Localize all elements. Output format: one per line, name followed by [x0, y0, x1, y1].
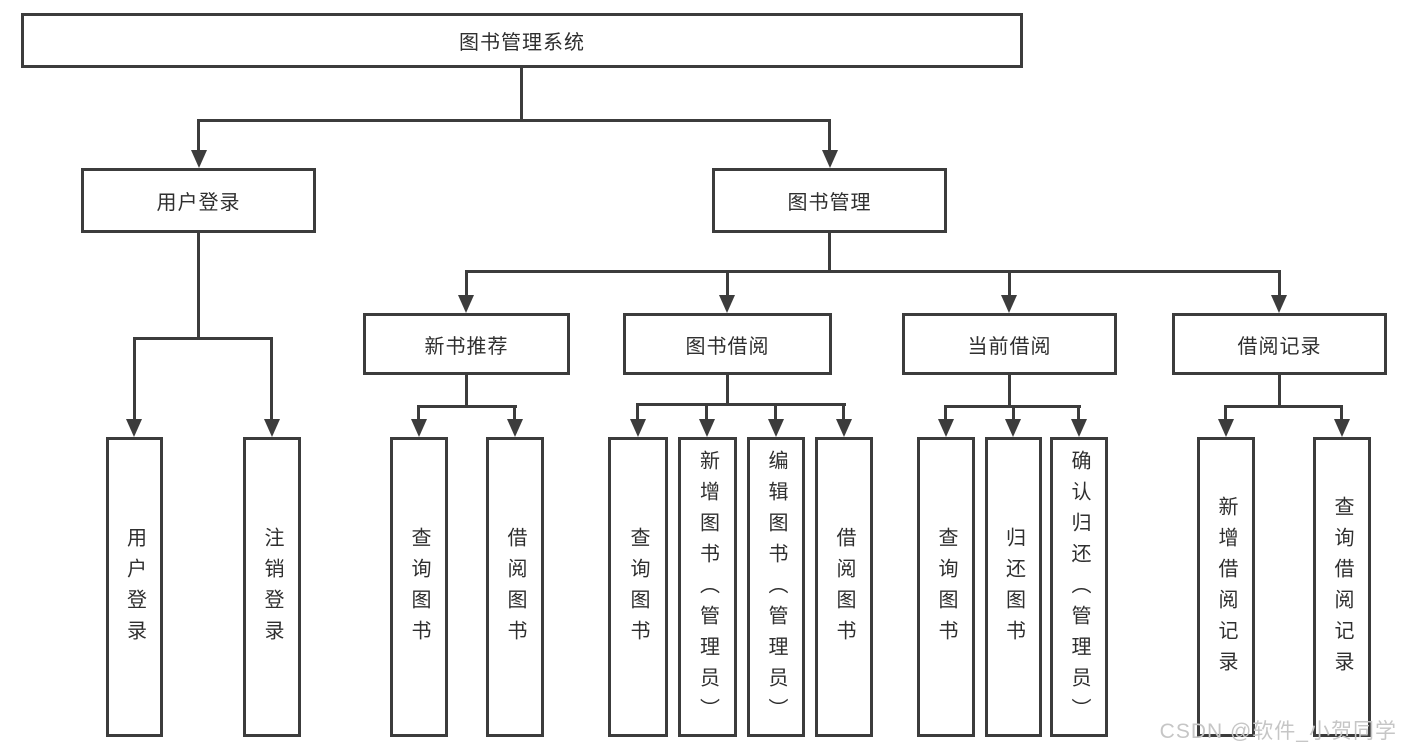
node-book-borrowing: 图书借阅 — [623, 313, 832, 375]
arrowhead-down-icon — [1071, 419, 1087, 437]
connector-line — [828, 119, 831, 153]
arrowhead-down-icon — [630, 419, 646, 437]
node-logout: 注销登录 — [243, 437, 301, 737]
arrowhead-down-icon — [836, 419, 852, 437]
connector-line — [197, 233, 200, 337]
arrowhead-down-icon — [699, 419, 715, 437]
connector-line — [133, 337, 273, 340]
node-query-books-current: 查询图书 — [917, 437, 975, 737]
connector-line — [842, 403, 845, 421]
node-query-borrow-record: 查询借阅记录 — [1313, 437, 1371, 737]
node-borrow-books: 借阅图书 — [815, 437, 873, 737]
connector-line — [197, 119, 831, 122]
arrowhead-down-icon — [719, 295, 735, 313]
node-borrow-books-recommend: 借阅图书 — [486, 437, 544, 737]
node-add-borrow-record: 新增借阅记录 — [1197, 437, 1255, 737]
arrowhead-down-icon — [264, 419, 280, 437]
arrowhead-down-icon — [938, 419, 954, 437]
node-borrowing-records: 借阅记录 — [1172, 313, 1387, 375]
connector-line — [197, 119, 200, 153]
node-current-borrowing: 当前借阅 — [902, 313, 1117, 375]
connector-line — [1278, 270, 1281, 297]
connector-line — [1278, 375, 1281, 405]
arrowhead-down-icon — [1218, 419, 1234, 437]
arrowhead-down-icon — [1005, 419, 1021, 437]
arrowhead-down-icon — [1334, 419, 1350, 437]
arrowhead-down-icon — [822, 150, 838, 168]
node-user-login: 用户登录 — [106, 437, 163, 737]
connector-line — [133, 337, 136, 421]
node-query-books-borrowing: 查询图书 — [608, 437, 668, 737]
connector-line — [513, 405, 516, 421]
connector-line — [417, 405, 420, 421]
connector-line — [465, 270, 468, 297]
connector-line — [1224, 405, 1343, 408]
arrowhead-down-icon — [126, 419, 142, 437]
connector-line — [465, 270, 1281, 273]
node-query-books-recommend: 查询图书 — [390, 437, 448, 737]
arrowhead-down-icon — [1001, 295, 1017, 313]
arrowhead-down-icon — [411, 419, 427, 437]
node-edit-book-admin: 编辑图书（管理员） — [747, 437, 805, 737]
node-confirm-return-admin: 确认归还（管理员） — [1050, 437, 1108, 737]
node-library-management-system: 图书管理系统 — [21, 13, 1023, 68]
connector-line — [944, 405, 947, 421]
connector-line — [520, 68, 523, 119]
connector-line — [465, 375, 468, 405]
connector-line — [1077, 405, 1080, 421]
connector-line — [270, 337, 273, 421]
connector-line — [1012, 405, 1015, 421]
arrowhead-down-icon — [768, 419, 784, 437]
connector-line — [828, 233, 831, 270]
connector-line — [1224, 405, 1227, 421]
connector-line — [726, 375, 729, 403]
arrowhead-down-icon — [1271, 295, 1287, 313]
connector-line — [417, 405, 517, 408]
connector-line — [774, 403, 777, 421]
node-return-books: 归还图书 — [985, 437, 1042, 737]
arrowhead-down-icon — [507, 419, 523, 437]
node-new-book-recommendation: 新书推荐 — [363, 313, 570, 375]
connector-line — [636, 403, 846, 406]
connector-line — [1340, 405, 1343, 421]
arrowhead-down-icon — [458, 295, 474, 313]
csdn-watermark: CSDN @软件_小贺同学 — [1159, 720, 1397, 743]
node-add-book-admin: 新增图书（管理员） — [678, 437, 737, 737]
connector-line — [705, 403, 708, 421]
arrowhead-down-icon — [191, 150, 207, 168]
node-book-management: 图书管理 — [712, 168, 947, 233]
connector-line — [1008, 375, 1011, 405]
connector-line — [1008, 270, 1011, 297]
connector-line — [636, 403, 639, 421]
connector-line — [726, 270, 729, 297]
node-user-login-group: 用户登录 — [81, 168, 316, 233]
